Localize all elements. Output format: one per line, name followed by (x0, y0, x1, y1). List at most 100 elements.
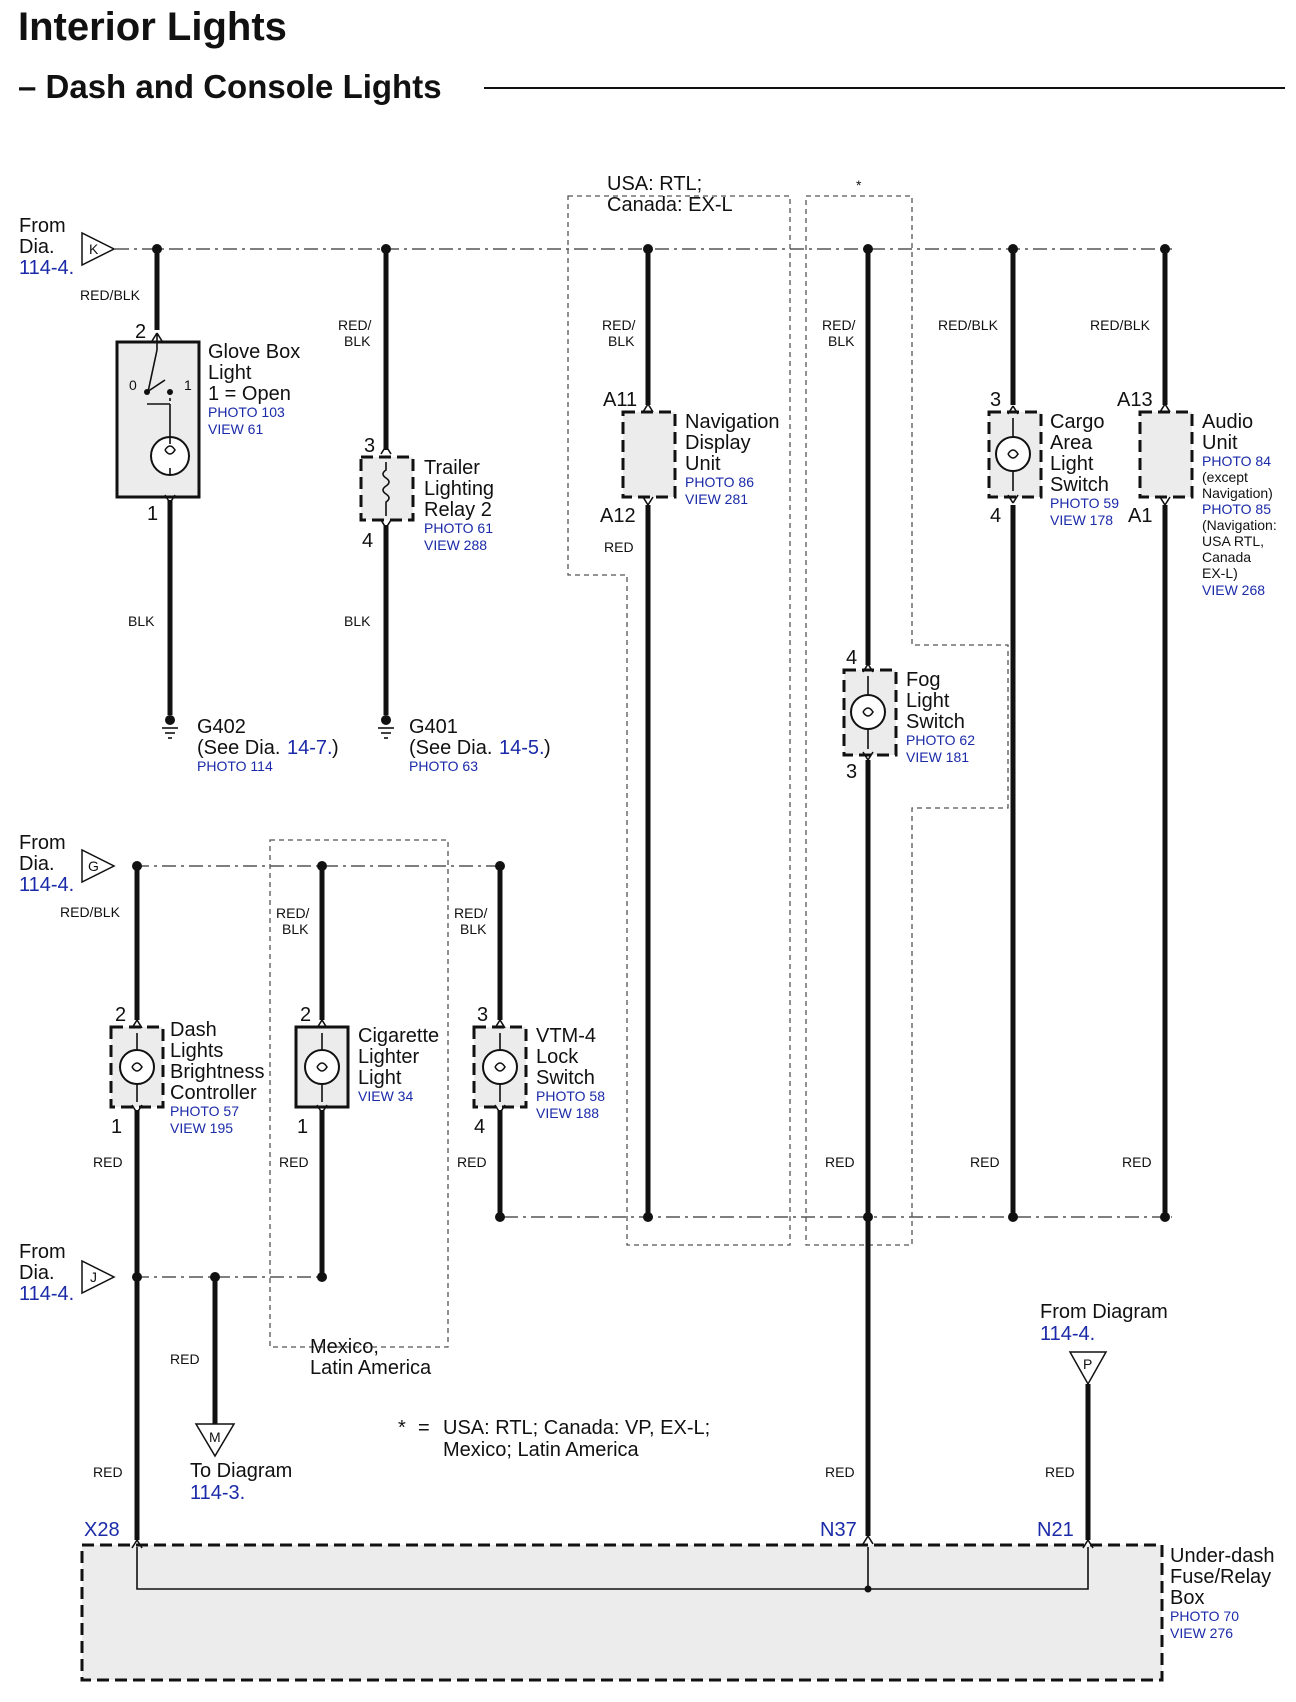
cig-name-3: Light (358, 1067, 402, 1089)
wire-label: RED (93, 1154, 123, 1170)
from-j-line1: From (19, 1241, 66, 1263)
vtm4-lock-switch (472, 1019, 528, 1114)
ground-g401-ref[interactable]: 14-5. (499, 737, 545, 759)
glove-box-view[interactable]: VIEW 61 (208, 421, 263, 437)
fog-photo[interactable]: PHOTO 62 (906, 732, 975, 748)
ground-g402-ref[interactable]: 14-7. (287, 737, 333, 759)
cargo-photo[interactable]: PHOTO 59 (1050, 495, 1119, 511)
ground-g401-close: ) (544, 737, 551, 759)
wire-label: RED/ (276, 905, 310, 921)
from-p-line1: From Diagram (1040, 1301, 1168, 1323)
from-g-line2: Dia. (19, 853, 55, 875)
wire-label: RED (825, 1464, 855, 1480)
cargo-name-2: Area (1050, 432, 1093, 454)
region-box-star (805, 195, 1009, 1246)
connector-j: J (81, 1259, 116, 1295)
from-j-line2: Dia. (19, 1262, 55, 1284)
from-p-ref[interactable]: 114-4. (1040, 1323, 1095, 1345)
fuse-box-photo[interactable]: PHOTO 70 (1170, 1608, 1239, 1624)
region-box-usa-rtl (567, 195, 791, 1246)
fog-name-1: Fog (906, 669, 940, 691)
fuse-pin-n21: N21 (1037, 1519, 1074, 1541)
fuse-pin-n37: N37 (820, 1519, 857, 1541)
nav-name-1: Navigation (685, 411, 780, 433)
wire-label: RED (1122, 1154, 1152, 1170)
trailer-relay-pin-bottom: 4 (362, 530, 373, 552)
wire-label: RED (825, 1154, 855, 1170)
trailer-relay-name-1: Trailer (424, 457, 480, 479)
wire-label: RED (1045, 1464, 1075, 1480)
wire-label: RED (93, 1464, 123, 1480)
cargo-area-light-switch (987, 405, 1043, 504)
fuse-box-name-3: Box (1170, 1587, 1204, 1609)
audio-name-2: Unit (1202, 432, 1238, 454)
glove-box-name-2: Light (208, 362, 252, 384)
trailer-relay-name-3: Relay 2 (424, 499, 492, 521)
cig-name-2: Lighter (358, 1046, 419, 1068)
vtm-name-1: VTM-4 (536, 1025, 596, 1047)
region-label-usa-line2: Canada: EX-L (607, 194, 733, 216)
cig-view[interactable]: VIEW 34 (358, 1088, 413, 1104)
region-label-star: * (856, 177, 862, 193)
dash-ctrl-name-4: Controller (170, 1082, 257, 1104)
cigarette-lighter-light (294, 1019, 350, 1114)
wire-label: BLK (344, 613, 371, 629)
trailer-relay-view[interactable]: VIEW 288 (424, 537, 487, 553)
vtm-photo[interactable]: PHOTO 58 (536, 1088, 605, 1104)
audio-note-4: USA RTL, (1202, 533, 1264, 549)
fog-view[interactable]: VIEW 181 (906, 749, 969, 765)
svg-text:G: G (88, 858, 99, 874)
svg-text:0: 0 (129, 377, 137, 393)
audio-name-1: Audio (1202, 411, 1253, 433)
dash-ctrl-name-1: Dash (170, 1019, 217, 1041)
fog-pin-bottom: 3 (846, 761, 857, 783)
dash-ctrl-photo[interactable]: PHOTO 57 (170, 1103, 239, 1119)
wire-label: BLK (344, 333, 371, 349)
to-m-ref[interactable]: 114-3. (190, 1482, 245, 1504)
nav-photo[interactable]: PHOTO 86 (685, 474, 754, 490)
glove-box-pin-top: 2 (135, 321, 146, 343)
region-label-mexico-line2: Latin America (310, 1357, 432, 1379)
fuse-pin-x28: X28 (84, 1519, 120, 1541)
footnote-star: * (398, 1417, 406, 1439)
vtm-view[interactable]: VIEW 188 (536, 1105, 599, 1121)
trailer-lighting-relay (359, 445, 415, 529)
cargo-name-1: Cargo (1050, 411, 1104, 433)
fuse-box-view[interactable]: VIEW 276 (1170, 1625, 1233, 1641)
audio-view[interactable]: VIEW 268 (1202, 582, 1265, 598)
audio-pin-top: A13 (1117, 389, 1153, 411)
ground-g402-photo[interactable]: PHOTO 114 (197, 758, 273, 774)
cargo-view[interactable]: VIEW 178 (1050, 512, 1113, 528)
ground-g401-photo[interactable]: PHOTO 63 (409, 758, 478, 774)
vtm-name-3: Switch (536, 1067, 595, 1089)
ground-g402-close: ) (332, 737, 339, 759)
trailer-relay-pin-top: 3 (364, 435, 375, 457)
from-g-line1: From (19, 832, 66, 854)
from-g-ref[interactable]: 114-4. (19, 874, 74, 896)
page-title: Interior Lights (18, 5, 287, 49)
wire-label: BLK (460, 921, 487, 937)
fuse-box-name-1: Under-dash (1170, 1545, 1275, 1567)
wire-label: RED (970, 1154, 1000, 1170)
audio-photo-1[interactable]: PHOTO 84 (1202, 453, 1271, 469)
trailer-relay-photo[interactable]: PHOTO 61 (424, 520, 493, 536)
dash-ctrl-pin-top: 2 (115, 1004, 126, 1026)
svg-text:K: K (89, 241, 99, 257)
vtm-name-2: Lock (536, 1046, 579, 1068)
ground-g402-name: G402 (197, 716, 246, 738)
from-k-ref[interactable]: 114-4. (19, 257, 74, 279)
ground-g401-name: G401 (409, 716, 458, 738)
dash-ctrl-view[interactable]: VIEW 195 (170, 1120, 233, 1136)
glove-box-name-3: 1 = Open (208, 383, 291, 405)
from-j-ref[interactable]: 114-4. (19, 1283, 74, 1305)
nav-pin-bottom: A12 (600, 505, 636, 527)
dash-ctrl-name-2: Lights (170, 1040, 223, 1062)
footnote-line1: USA: RTL; Canada: VP, EX-L; (443, 1417, 710, 1439)
region-label-usa-line1: USA: RTL; (607, 173, 702, 195)
svg-text:1: 1 (184, 377, 192, 393)
nav-view[interactable]: VIEW 281 (685, 491, 748, 507)
audio-photo-2[interactable]: PHOTO 85 (1202, 501, 1271, 517)
glove-box-photo[interactable]: PHOTO 103 (208, 404, 285, 420)
navigation-display-unit (621, 403, 677, 506)
